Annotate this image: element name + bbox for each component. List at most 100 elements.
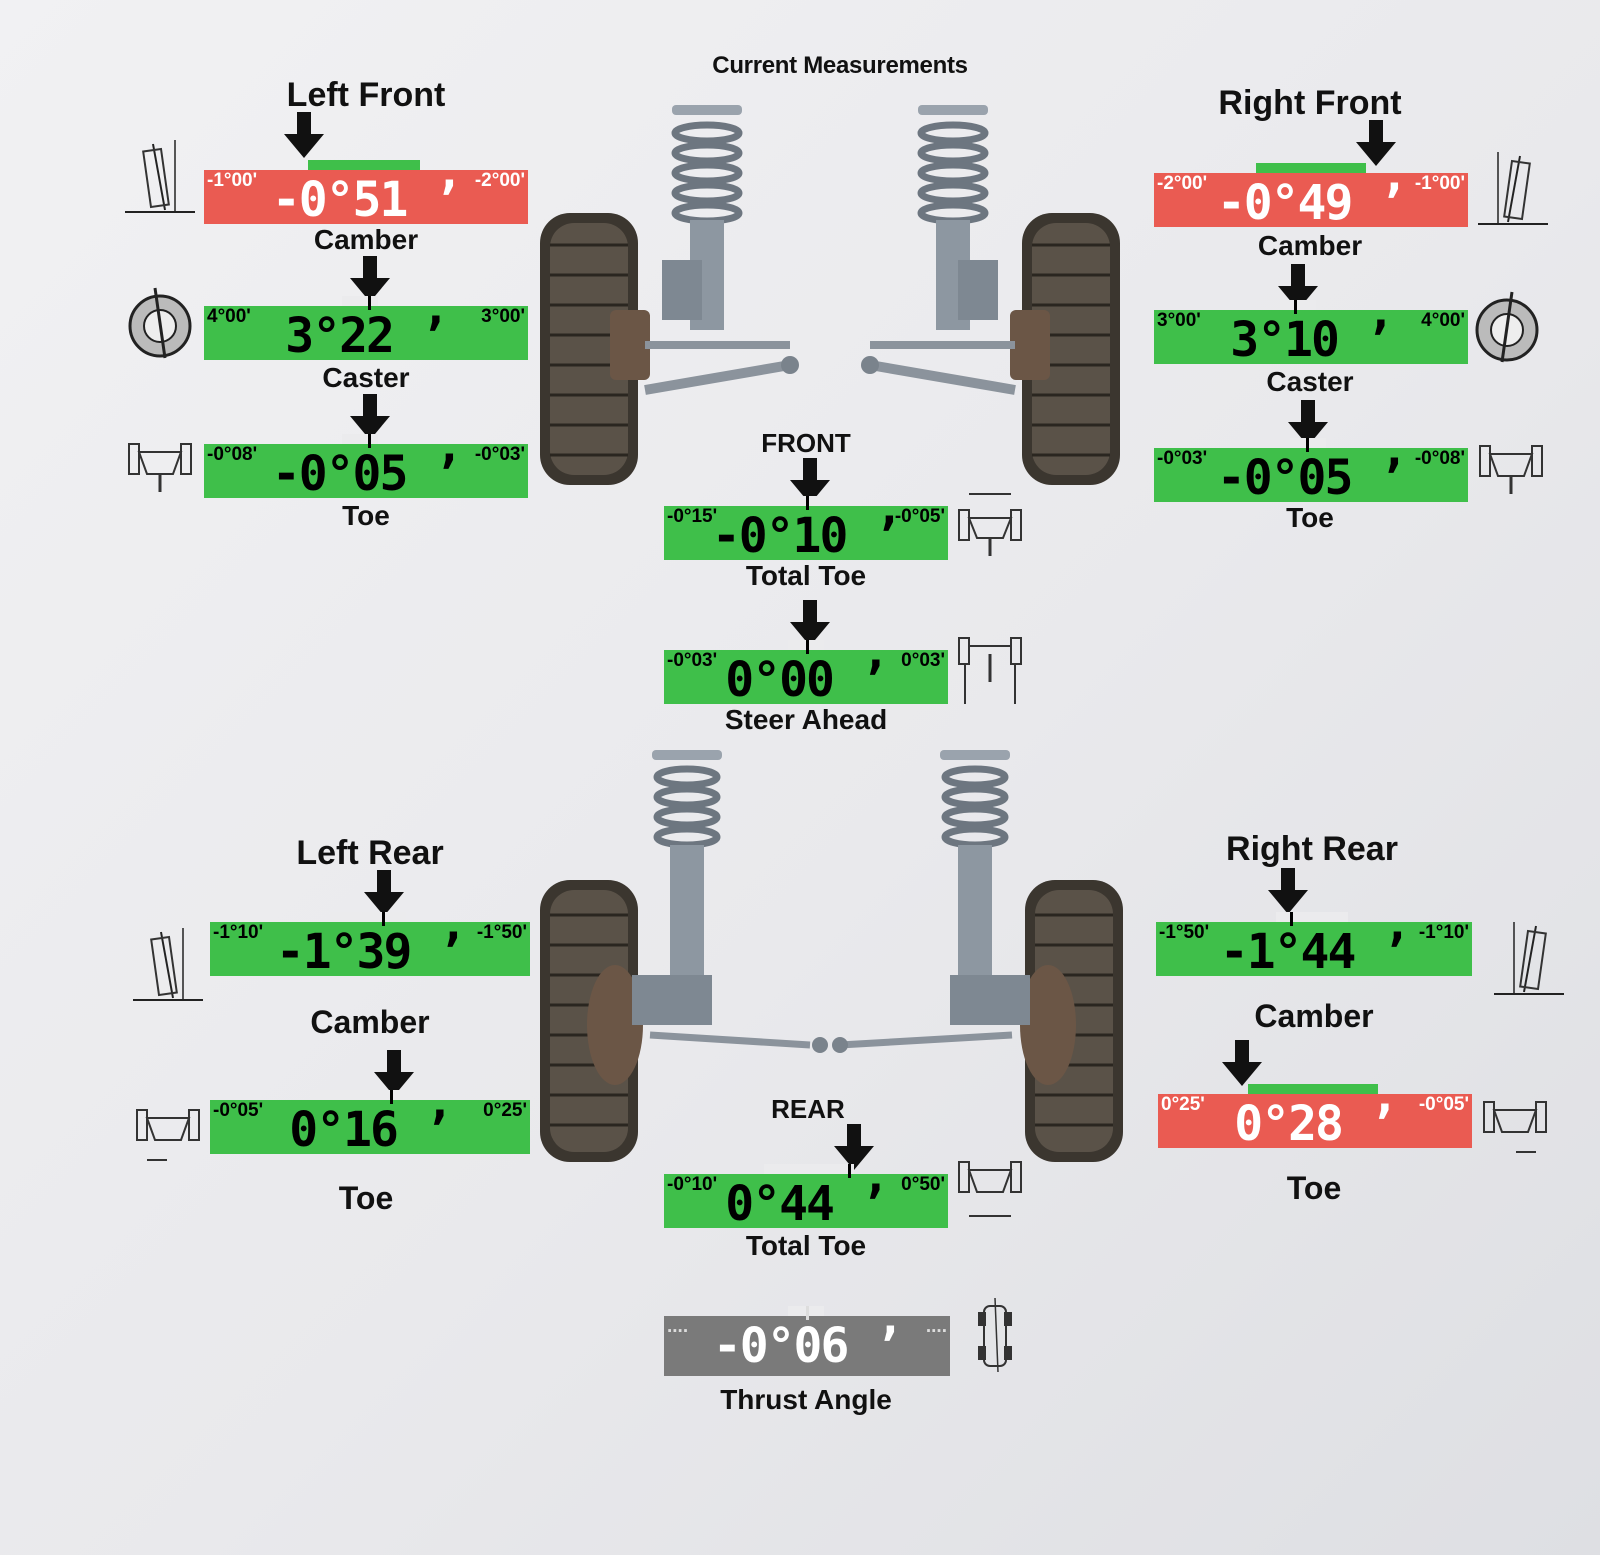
left-front-camber-label: Camber (313, 224, 419, 255)
gauge-min: -0°03' (1157, 448, 1208, 469)
right-front-toe-label: Toe (1286, 502, 1334, 533)
total-toe-icon (958, 493, 1022, 556)
camber-icon (1494, 922, 1564, 995)
rear-total-toe-label: Total Toe (745, 1230, 867, 1261)
right-rear-toe-arrow (1222, 1040, 1262, 1086)
gauge-max: -0°05' (894, 506, 945, 527)
gauge-max: -1°50' (476, 922, 527, 943)
page-title: Current Measurements (712, 52, 968, 79)
right-front-toe-value: -0°05 ’ (1216, 450, 1407, 506)
left-front-caster-value: 3°22 ’ (285, 308, 448, 364)
left-rear-camber-gauge: -1°10' -1°50' -1°39 ’ (210, 912, 530, 980)
rear-axle-label: REAR (771, 1094, 845, 1124)
steer-ahead-icon (958, 637, 1022, 704)
left-front-toe-value: -0°05 ’ (271, 446, 462, 502)
toe-icon (128, 443, 192, 492)
right-rear-toe-gauge: 0°25' -0°05' 0°28 ’ (1158, 1084, 1472, 1152)
gauge-min: -1°10' (213, 922, 264, 943)
gauge-max: -1°00' (1414, 173, 1465, 194)
left-front-title: Left Front (286, 76, 446, 114)
left-rear-camber-value: -1°39 ’ (275, 924, 466, 980)
right-rear-title: Right Rear (1226, 830, 1398, 868)
left-front-toe-gauge: -0°08' -0°03' -0°05 ’ (204, 434, 528, 502)
toe-icon (1483, 1101, 1547, 1153)
left-rear-toe-gauge: -0°05' 0°25' 0°16 ’ (210, 1090, 530, 1158)
gauge-min: -0°03' (667, 650, 718, 671)
gauge-min: -2°00' (1157, 173, 1208, 194)
right-front-camber-gauge: -2°00' -1°00' -0°49 ’ (1154, 163, 1468, 231)
gauge-min: 0°25' (1161, 1094, 1205, 1115)
right-front-caster-label: Caster (1266, 366, 1354, 397)
right-front-caster-value: 3°10 ’ (1230, 312, 1393, 368)
gauge-max: -2°00' (474, 170, 525, 191)
gauge-max: 0°25' (483, 1100, 527, 1121)
rear-total-toe-gauge: -0°10' 0°50' 0°44 ’ (664, 1164, 948, 1232)
thrust-angle-value: -0°06 ’ (712, 1318, 903, 1374)
front-total-toe-value: -0°10 ’ (711, 508, 902, 564)
right-front-caster-arrow (1278, 264, 1318, 310)
gauge-min: -1°50' (1159, 922, 1210, 943)
gauge-min: -0°08' (207, 444, 258, 465)
front-axle-label: FRONT (761, 428, 851, 458)
front-steer-ahead-gauge: -0°03' 0°03' 0°00 ’ (664, 640, 948, 708)
right-rear-toe-label: Toe (1286, 1170, 1342, 1206)
front-total-toe-label: Total Toe (745, 560, 867, 591)
right-front-toe-arrow (1288, 400, 1328, 446)
gauge-min: -0°15' (667, 506, 718, 527)
left-front-caster-arrow (350, 256, 390, 302)
gauge-max: .... (925, 1316, 947, 1337)
left-front-toe-arrow (350, 394, 390, 440)
front-steer-ahead-arrow (790, 600, 830, 646)
right-front-toe-gauge: -0°03' -0°08' -0°05 ’ (1154, 438, 1468, 506)
front-steer-ahead-value: 0°00 ’ (725, 652, 888, 708)
thrust-angle-icon (978, 1298, 1012, 1372)
front-suspension-illustration (540, 105, 1120, 485)
left-front-camber-value: -0°51 ’ (271, 172, 462, 228)
front-steer-ahead-label: Steer Ahead (724, 704, 888, 735)
left-front-caster-label: Caster (322, 362, 410, 393)
left-rear-toe-value: 0°16 ’ (289, 1102, 452, 1158)
rear-total-toe-value: 0°44 ’ (725, 1176, 888, 1232)
right-rear-camber-value: -1°44 ’ (1219, 924, 1410, 980)
camber-icon (133, 928, 203, 1001)
gauge-max: 0°03' (901, 650, 945, 671)
right-front-camber-arrow (1356, 120, 1396, 166)
gauge-max: -0°08' (1414, 448, 1465, 469)
gauge-max: 3°00' (481, 306, 525, 327)
toe-icon (1479, 445, 1543, 494)
gauge-min: -1°00' (207, 170, 258, 191)
gauge-max: -0°03' (474, 444, 525, 465)
thrust-angle-gauge: .... .... -0°06 ’ (664, 1306, 950, 1376)
rear-total-toe-arrow (834, 1124, 874, 1170)
gauge-min: -0°10' (667, 1174, 718, 1195)
caster-icon (1475, 291, 1539, 363)
gauge-min: .... (667, 1316, 689, 1337)
right-rear-camber-gauge: -1°50' -1°10' -1°44 ’ (1156, 912, 1472, 980)
gauge-max: -1°10' (1418, 922, 1469, 943)
right-rear-toe-value: 0°28 ’ (1234, 1096, 1397, 1152)
toe-icon (136, 1109, 200, 1161)
right-front-caster-gauge: 3°00' 4°00' 3°10 ’ (1154, 300, 1468, 368)
caster-icon (128, 287, 192, 359)
left-rear-camber-label: Camber (310, 1004, 430, 1040)
right-front-camber-value: -0°49 ’ (1216, 175, 1407, 231)
gauge-max: 4°00' (1421, 310, 1465, 331)
left-front-caster-gauge: 4°00' 3°00' 3°22 ’ (204, 296, 528, 364)
gauge-min: -0°05' (213, 1100, 264, 1121)
front-total-toe-arrow (790, 458, 830, 504)
camber-icon (125, 140, 195, 213)
right-rear-camber-label: Camber (1254, 998, 1374, 1034)
left-front-toe-label: Toe (342, 500, 390, 531)
left-rear-camber-arrow (364, 870, 404, 916)
gauge-max: -0°05' (1418, 1094, 1469, 1115)
left-front-camber-arrow (284, 112, 324, 158)
left-front-camber-gauge: -1°00' -2°00' -0°51 ’ (204, 160, 528, 228)
right-rear-camber-arrow (1268, 868, 1308, 914)
total-toe-icon (958, 1161, 1022, 1217)
right-front-title: Right Front (1218, 84, 1402, 122)
front-total-toe-gauge: -0°15' -0°05' -0°10 ’ (664, 496, 948, 564)
left-rear-title: Left Rear (296, 834, 444, 872)
thrust-angle-label: Thrust Angle (720, 1384, 892, 1415)
gauge-min: 4°00' (207, 306, 251, 327)
left-rear-toe-label: Toe (338, 1180, 394, 1216)
